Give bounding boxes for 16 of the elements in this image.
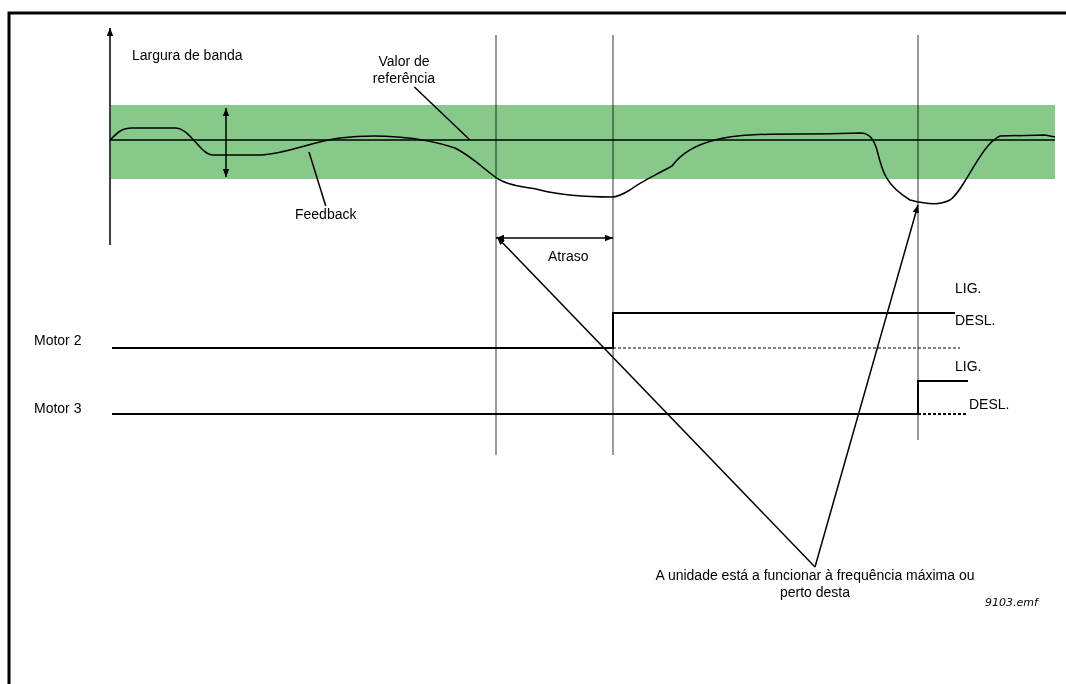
state-label: LIG. (955, 358, 982, 375)
callout-label: A unidade está a funcionar à frequência máxima ou perto desta (648, 567, 982, 601)
state-label: DESL. (969, 396, 1010, 413)
dimension-label: Atraso (548, 248, 589, 265)
leader-line (413, 86, 471, 141)
file-name: 9103.emf (985, 595, 1038, 611)
callout-label: Feedback (295, 206, 357, 223)
band-label: Largura de banda (132, 47, 243, 64)
leader-arrow (496, 236, 816, 568)
leader-arrow (814, 204, 919, 568)
state-label: LIG. (955, 280, 982, 297)
state-label: DESL. (955, 312, 996, 329)
leader-line (308, 151, 327, 207)
signal-name: Motor 3 (34, 400, 82, 417)
callout-label: Valor de referência (352, 53, 456, 87)
signal-name: Motor 2 (34, 332, 82, 349)
